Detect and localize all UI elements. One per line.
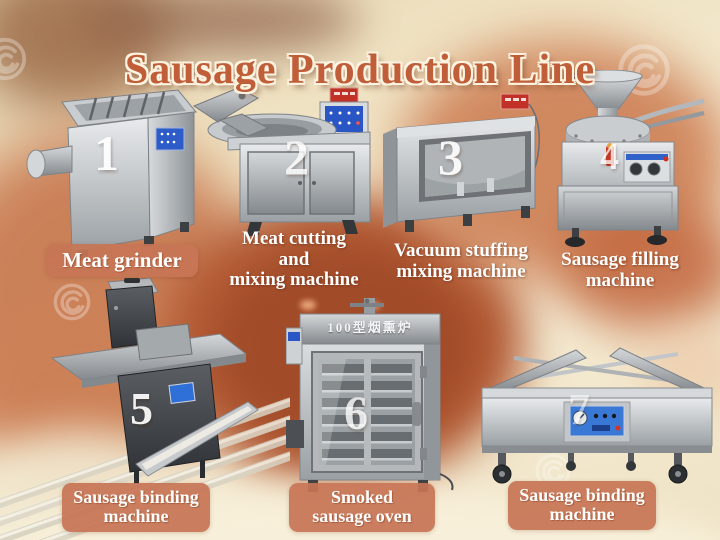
machine-6-smoke-oven [286,298,458,494]
machine-number-6: 6 [344,387,368,440]
sausage-binding-illustration [50,278,259,484]
machine-label-sausage-binding-5: Sausage binding machine [62,483,210,532]
machine-number-3: 3 [438,129,463,185]
machine-5-sausage-binding [50,278,260,486]
vacuum-packer-illustration [481,347,713,484]
meat-cutting-mixer-illustration [192,87,371,236]
vacuum-stuffing-mixer-illustration [383,93,540,232]
machine-number-5: 5 [130,383,153,434]
machine-number-1: 1 [94,125,119,181]
machine-number-2: 2 [284,129,309,185]
machine-1-meat-grinder [26,86,202,264]
machine-label-smoked-sausage-oven: Smoked sausage oven [289,483,435,532]
meat-grinder-illustration [26,89,197,260]
watermark-logo-icon [53,283,91,321]
machine-number-4: 4 [600,136,619,178]
smoke-oven-illustration [286,298,454,492]
oven-panel-text: 100型烟熏炉 [327,320,413,335]
watermark-logo-icon [0,37,27,81]
machine-2-meat-cutting-mixer [192,86,384,238]
page-title: Sausage Production Line [124,47,596,94]
machine-label-sausage-filler: Sausage filling machine [561,249,679,291]
machine-3-vacuum-stuffing-mixer [383,90,549,238]
machine-4-sausage-filler [546,70,708,250]
machine-label-sausage-binding-7: Sausage binding machine [508,481,656,530]
machine-label-vacuum-stuffing-mixer: Vacuum stuffing mixing machine [394,240,528,282]
machine-label-meat-grinder: Meat grinder [46,244,198,277]
sausage-filler-illustration [557,70,705,247]
machine-label-meat-cutting-mixer: Meat cutting and mixing machine [229,228,359,291]
machine-7-sausage-binding [478,330,716,486]
machine-number-7: 7 [568,385,590,434]
